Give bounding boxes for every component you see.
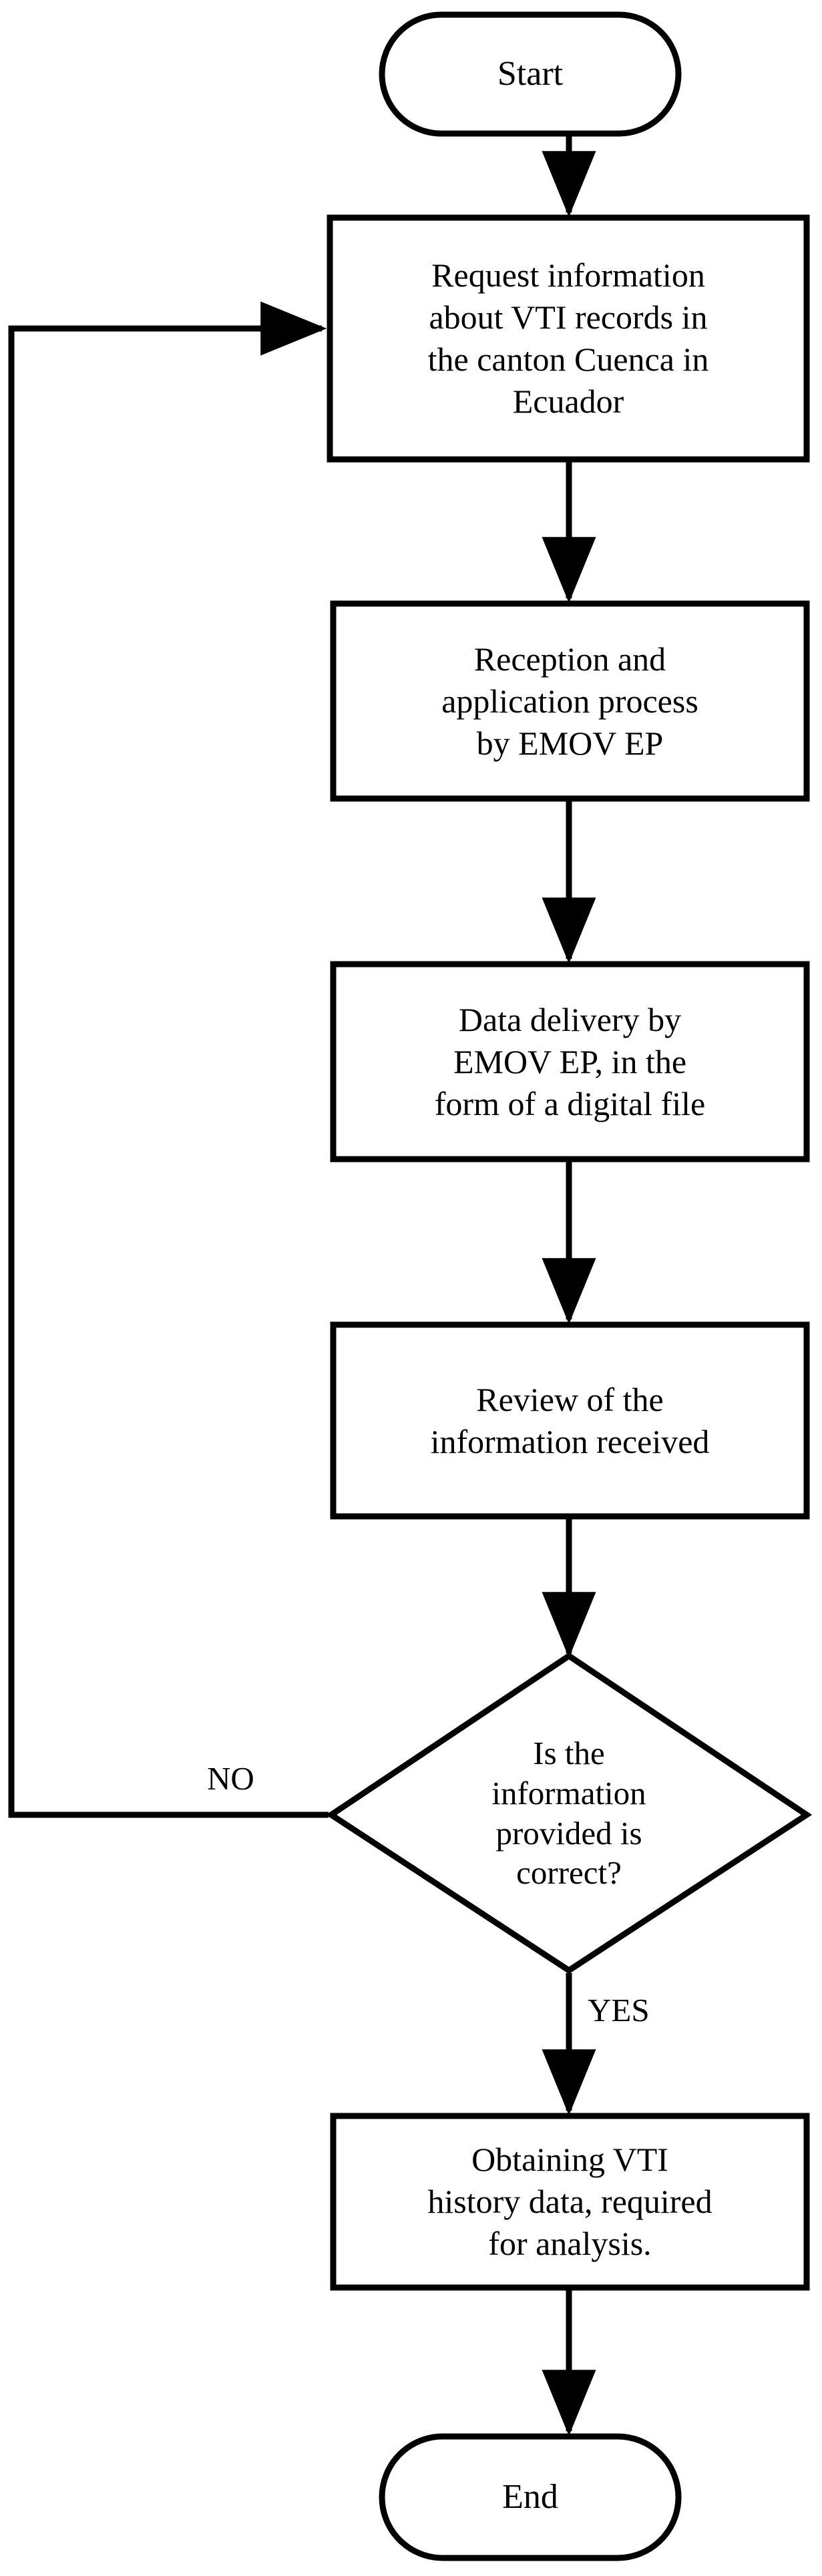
node-obtaining-history-shape[interactable] — [330, 2113, 810, 2291]
node-request-information-shape[interactable] — [327, 214, 810, 463]
node-data-delivery-shape[interactable] — [330, 961, 810, 1162]
connector-decision-no-feedback-loop — [8, 301, 329, 1818]
node-review-information-shape[interactable] — [330, 1321, 810, 1520]
node-end-shape[interactable] — [379, 2433, 682, 2561]
node-start-shape[interactable] — [379, 11, 682, 137]
node-reception-application-shape[interactable] — [330, 600, 810, 802]
node-decision-correct-shape[interactable] — [325, 1652, 813, 1974]
